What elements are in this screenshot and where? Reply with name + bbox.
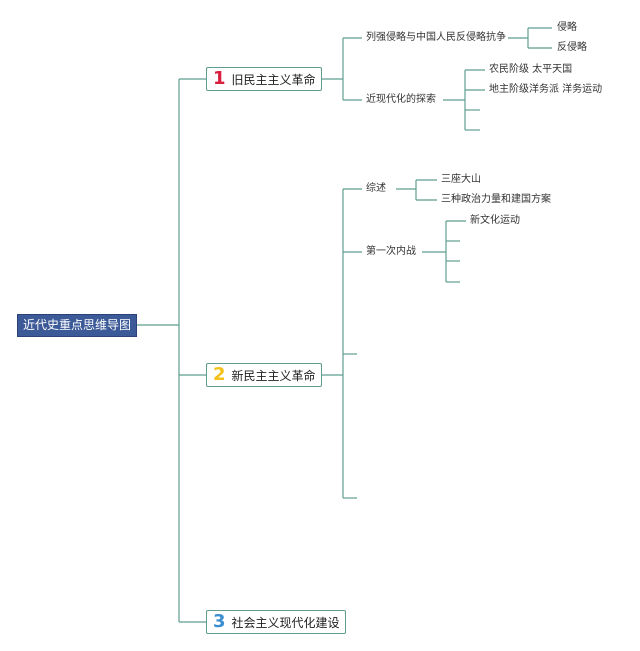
leaf-new-culture-movement[interactable]: 新文化运动 xyxy=(470,215,520,226)
topic-socialist-modernization[interactable]: 3 社会主义现代化建设 xyxy=(206,610,346,634)
subtopic-overview[interactable]: 综述 xyxy=(366,183,386,194)
subtopic-first-civil-war[interactable]: 第一次内战 xyxy=(366,246,416,257)
topic-label: 新民主主义革命 xyxy=(231,368,316,383)
topic-label: 社会主义现代化建设 xyxy=(231,615,340,630)
leaf-westernization[interactable]: 地主阶级洋务派 洋务运动 xyxy=(489,84,603,95)
root-topic[interactable]: 近代史重点思维导图 xyxy=(17,314,137,337)
number-badge-3: 3 xyxy=(213,611,226,632)
leaf-three-mountains[interactable]: 三座大山 xyxy=(441,174,481,185)
subtopic-modernization-exploration[interactable]: 近现代化的探索 xyxy=(366,94,436,105)
leaf-three-political-forces[interactable]: 三种政治力量和建国方案 xyxy=(441,194,551,205)
topic-old-democratic-revolution[interactable]: 1 旧民主主义革命 xyxy=(206,67,322,91)
leaf-anti-invasion[interactable]: 反侵略 xyxy=(557,42,587,53)
leaf-invasion[interactable]: 侵略 xyxy=(557,22,577,33)
topic-new-democratic-revolution[interactable]: 2 新民主主义革命 xyxy=(206,363,322,387)
subtopic-invasion-and-resistance[interactable]: 列强侵略与中国人民反侵略抗争 xyxy=(366,32,506,43)
number-badge-1: 1 xyxy=(213,68,226,89)
number-badge-2: 2 xyxy=(213,364,226,385)
leaf-taiping[interactable]: 农民阶级 太平天国 xyxy=(489,64,573,75)
topic-label: 旧民主主义革命 xyxy=(231,72,316,87)
